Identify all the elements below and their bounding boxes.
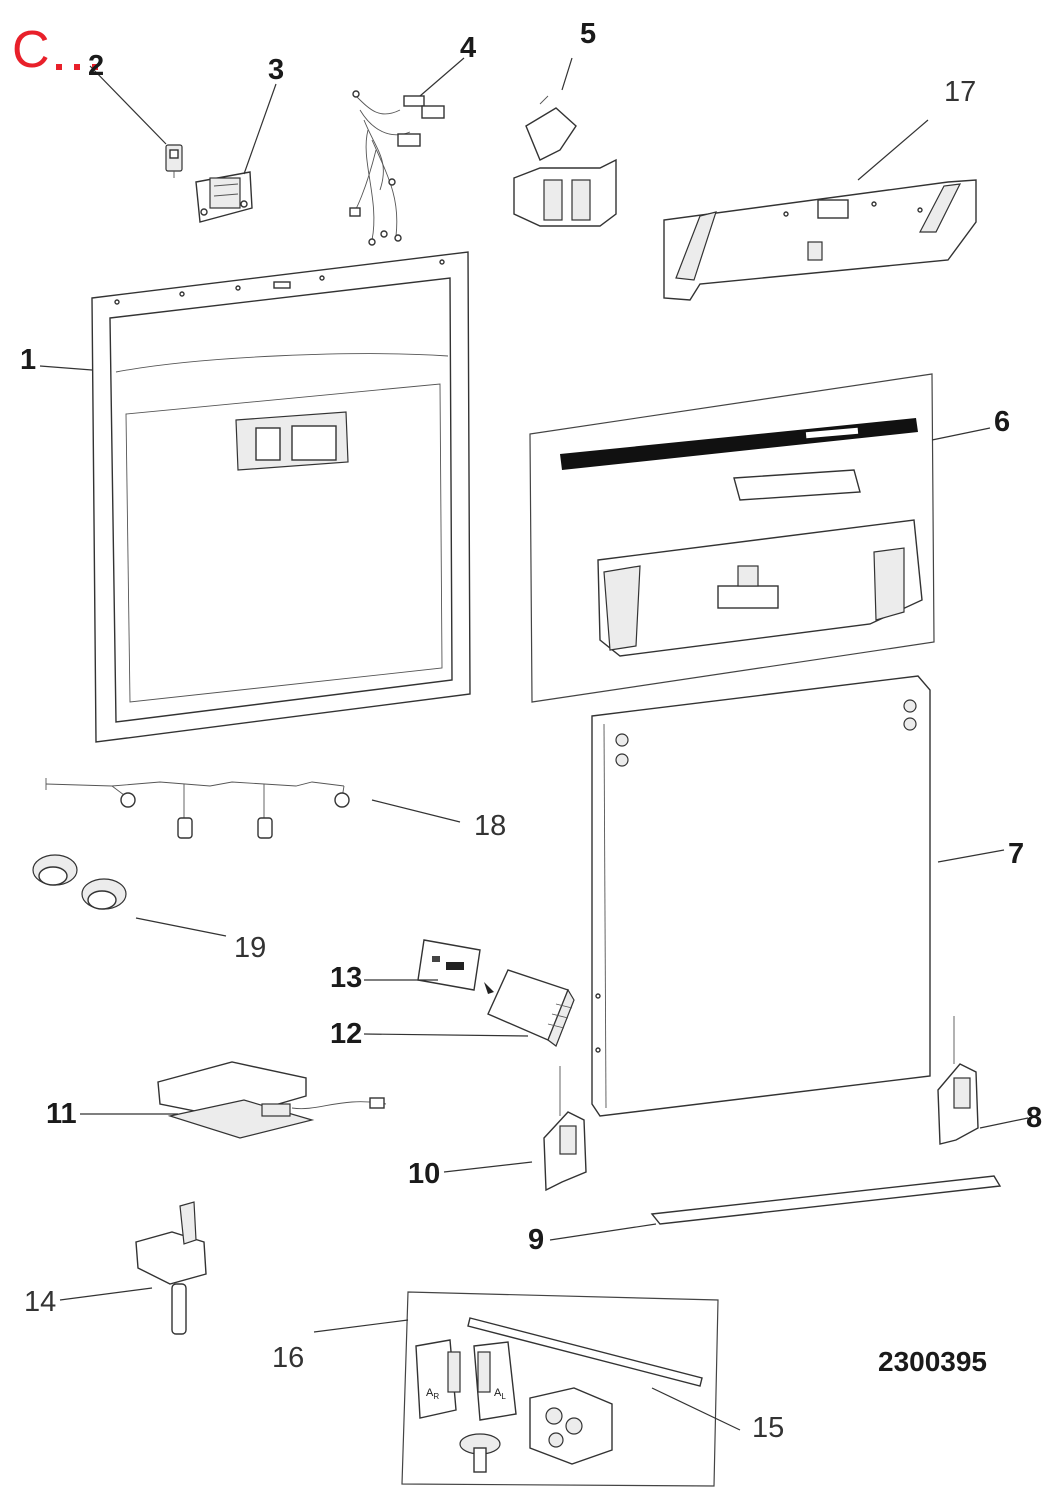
section-dots: [56, 64, 98, 70]
callout-1: 1: [20, 344, 37, 376]
part-6-control-assembly: [529, 373, 935, 703]
callout-9: 9: [528, 1224, 545, 1256]
callout-11: 11: [46, 1098, 77, 1130]
part-2-switch: [165, 144, 183, 178]
part-13-label: [417, 939, 494, 994]
part-11-control-board: [157, 1061, 387, 1139]
callout-14: 14: [24, 1286, 57, 1318]
callout-4: 4: [460, 32, 477, 64]
callout-5: 5: [580, 18, 597, 50]
hinge-mark-right: AL: [494, 1387, 506, 1402]
callout-17: 17: [944, 76, 977, 108]
part-9-rod: [650, 1175, 1002, 1225]
callout-15: 15: [752, 1412, 785, 1444]
callout-19: 19: [234, 932, 267, 964]
part-1-inner-door: [91, 251, 471, 743]
callout-3: 3: [268, 54, 285, 86]
callout-13: 13: [330, 962, 363, 994]
callout-7: 7: [1008, 838, 1025, 870]
callout-6: 6: [994, 406, 1011, 438]
leader-lines: [39, 57, 1029, 1431]
part-14-valve: [135, 1201, 207, 1335]
part-7-outer-door: [591, 675, 931, 1117]
part-4-wiring: [349, 90, 445, 246]
part-19-knobs: [32, 854, 127, 910]
callout-8: 8: [1026, 1102, 1043, 1134]
section-label: C: [12, 21, 50, 79]
part-5-connector: [513, 95, 617, 227]
callout-10: 10: [408, 1158, 441, 1190]
part-18-light-harness: [45, 778, 350, 839]
part-16-hinge-kit: [401, 1291, 719, 1487]
callout-16: 16: [272, 1342, 305, 1374]
callout-2: 2: [88, 50, 105, 82]
hinge-mark-left: AR: [426, 1387, 440, 1402]
callout-18: 18: [474, 810, 507, 842]
callout-12: 12: [330, 1018, 363, 1050]
part-17-control-frame: [663, 179, 977, 301]
part-12-module: [487, 969, 575, 1047]
part-8-right-hinge: [937, 1016, 979, 1145]
drawing-number: 2300395: [878, 1346, 988, 1377]
part-3-bracket: [195, 171, 253, 223]
part-10-left-hinge: [543, 1066, 587, 1192]
